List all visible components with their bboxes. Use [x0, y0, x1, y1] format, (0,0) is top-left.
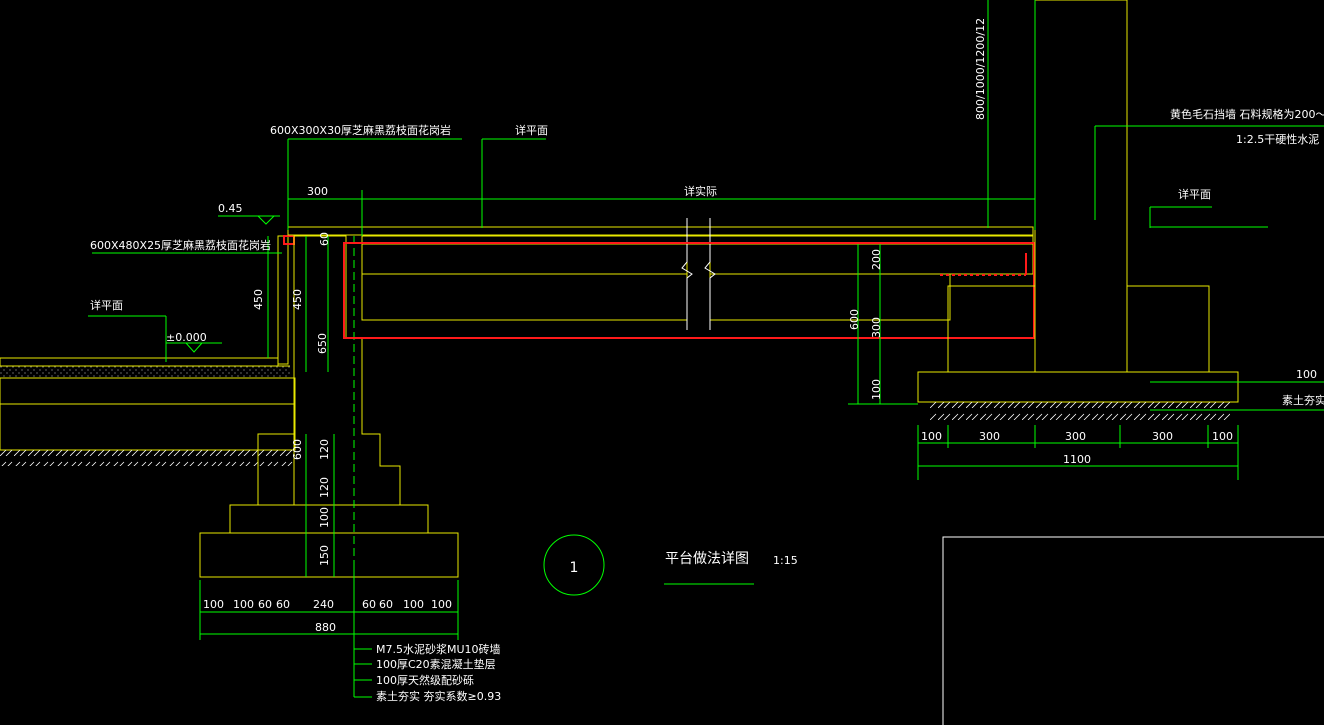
note-stone-side: 600X480X25厚芝麻黑荔枝面花岗岩	[90, 238, 271, 252]
dim-bl-8: 100	[431, 598, 452, 611]
dim-br-3: 300	[1152, 430, 1173, 443]
dim-bl-3: 60	[276, 598, 290, 611]
right-retaining-wall	[917, 0, 1239, 420]
dim-br-0: 100	[921, 430, 942, 443]
dim-bl-7: 100	[403, 598, 424, 611]
note-see-actual: 详实际	[684, 184, 717, 198]
dim-100-r: 100	[870, 379, 883, 400]
note-see-plan-3: 详平面	[1178, 187, 1211, 201]
left-retaining-wall	[199, 235, 459, 578]
dim-bl-5: 60	[362, 598, 376, 611]
dim-bl-total: 880	[315, 621, 336, 634]
dim-600-left: 600	[291, 439, 304, 460]
platform-slab	[287, 218, 1035, 339]
dimension-lines	[88, 0, 1324, 698]
note-right-soil: 素土夯实	[1282, 393, 1324, 407]
note-retaining-wall: 黄色毛石挡墙 石料规格为200～	[1170, 107, 1324, 121]
dim-bl-2: 60	[258, 598, 272, 611]
dim-bl-4: 240	[313, 598, 334, 611]
dim-bl-0: 100	[203, 598, 224, 611]
text-layer: 1 平台做法详图 1:15 600X300X30厚芝麻黑荔枝面花岗岩 详平面 0…	[90, 18, 1324, 703]
note-see-plan-2: 详平面	[90, 298, 123, 312]
dim-300-top: 300	[307, 185, 328, 198]
note-see-plan-1: 详平面	[515, 123, 548, 137]
dim-br-total: 1100	[1063, 453, 1091, 466]
dim-bl-1: 100	[233, 598, 254, 611]
dim-650: 650	[316, 333, 329, 354]
legend-line-4: 素土夯实 夯实系数≥0.93	[376, 689, 501, 703]
title-frame	[942, 536, 1324, 725]
note-elevation-000: ±0.000	[166, 331, 207, 344]
note-mortar: 1:2.5干硬性水泥	[1236, 132, 1319, 146]
left-ground-layers	[0, 357, 296, 466]
dim-600-r: 600	[848, 309, 861, 330]
legend-line-1: M7.5水泥砂浆MU10砖墙	[376, 642, 501, 656]
dim-bl-6: 60	[379, 598, 393, 611]
dim-450-a: 450	[252, 289, 265, 310]
dim-120-a: 120	[318, 439, 331, 460]
legend-line-2: 100厚C20素混凝土垫层	[376, 657, 496, 671]
note-wall-height: 800/1000/1200/12	[974, 18, 987, 120]
drawing-title: 平台做法详图	[665, 551, 749, 567]
dim-450-b: 450	[291, 289, 304, 310]
dim-150: 150	[318, 545, 331, 566]
note-elevation-045: 0.45	[218, 202, 243, 215]
dim-120-b: 120	[318, 477, 331, 498]
note-right-100: 100	[1296, 368, 1317, 381]
drawing-scale: 1:15	[773, 554, 798, 567]
dim-300-r: 300	[870, 317, 883, 338]
dim-200: 200	[870, 249, 883, 270]
dim-br-2: 300	[1065, 430, 1086, 443]
dim-60: 60	[318, 232, 331, 246]
legend-line-3: 100厚天然级配砂砾	[376, 673, 474, 687]
detail-number-circle	[543, 534, 605, 596]
dim-br-4: 100	[1212, 430, 1233, 443]
note-stone-top: 600X300X30厚芝麻黑荔枝面花岗岩	[270, 123, 451, 137]
dim-100-left: 100	[318, 507, 331, 528]
detail-number: 1	[570, 560, 579, 576]
dim-br-1: 300	[979, 430, 1000, 443]
